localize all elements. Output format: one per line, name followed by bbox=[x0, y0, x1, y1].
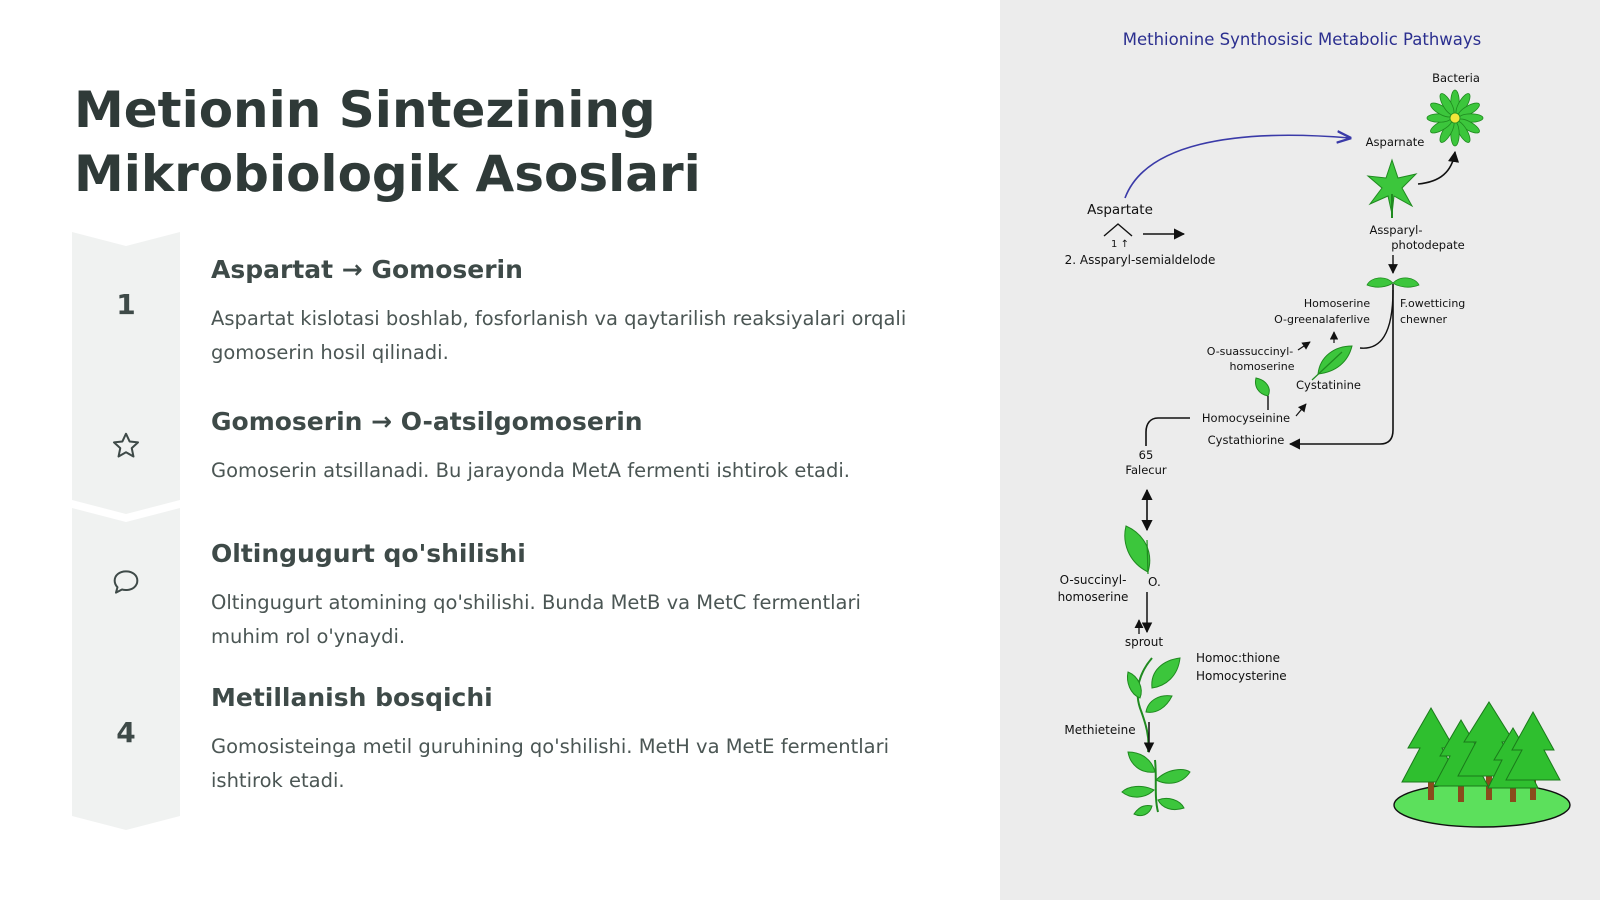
star-leaf-icon bbox=[1366, 158, 1418, 218]
arrow bbox=[1297, 341, 1311, 351]
label-osuccinyl-1: O-suassuccinyl- bbox=[1207, 345, 1294, 358]
label-falecur: Falecur bbox=[1125, 463, 1166, 477]
content-panel: Metionin Sintezining Mikrobiologik Asosl… bbox=[72, 81, 907, 830]
plant-icon bbox=[1127, 657, 1181, 753]
step-heading: Aspartat → Gomoserin bbox=[211, 255, 523, 284]
step-number: 4 bbox=[116, 716, 136, 749]
leaf-icon bbox=[1311, 345, 1353, 381]
arrow bbox=[1417, 150, 1460, 185]
step-2-chevron bbox=[72, 384, 180, 554]
label-homoc-1: Homoc:thione bbox=[1196, 651, 1280, 665]
label-bacteria: Bacteria bbox=[1432, 71, 1480, 85]
label-cystathionine: Cystathiorine bbox=[1208, 433, 1285, 447]
label-homocysteine: Homocyseinine bbox=[1202, 411, 1290, 425]
curved-arrow bbox=[1124, 135, 1350, 199]
methionine-pathway-diagram: Methionine Synthosisic Metabolic Pathway… bbox=[1058, 30, 1571, 828]
step-description: Gomosisteinga metil guruhining qo'shilis… bbox=[211, 735, 890, 792]
small-leaf-icon bbox=[1255, 377, 1270, 410]
star-icon bbox=[113, 432, 139, 458]
label-cystatinine: Cystatinine bbox=[1296, 378, 1361, 392]
step-3-chevron bbox=[72, 508, 180, 678]
label-arrow-mark: 1 ↑ bbox=[1111, 239, 1129, 250]
label-semialdehyde: 2. Assparyl-semialdelode bbox=[1065, 253, 1216, 267]
label-methieteine: Methieteine bbox=[1064, 723, 1135, 737]
connector bbox=[1359, 289, 1394, 349]
leaf-icon bbox=[1124, 525, 1151, 575]
label-flowering-1: F.owetticing bbox=[1400, 297, 1465, 310]
label-sprout: sprout bbox=[1125, 635, 1163, 649]
label-aspparyl-2: photodepate bbox=[1391, 238, 1464, 252]
label-o-mark: O. bbox=[1148, 575, 1161, 589]
connector bbox=[1145, 417, 1190, 446]
label-aspparyl-1: Assparyl- bbox=[1369, 223, 1422, 237]
bacteria-flower-icon bbox=[1426, 89, 1484, 147]
label-osuccinyl-2: homoserine bbox=[1230, 360, 1295, 373]
step-heading: Metillanish bosqichi bbox=[211, 683, 493, 712]
step-description: Gomoserin atsillanadi. Bu jarayonda MetA… bbox=[211, 459, 850, 482]
step-heading: Gomoserin → O-atsilgomoserin bbox=[211, 407, 643, 436]
seedling-icon bbox=[1121, 751, 1191, 817]
step-number: 1 bbox=[116, 288, 136, 321]
label-homoserine-2: O-greenalaferlive bbox=[1274, 313, 1370, 326]
step-description: Oltingugurt atomining qo'shilishi. Bunda… bbox=[211, 591, 861, 648]
slide-title: Metionin Sintezining Mikrobiologik Asosl… bbox=[74, 81, 701, 203]
label-homoc-2: Homocysterine bbox=[1196, 669, 1287, 683]
label-aspartate-top: Asparnate bbox=[1366, 135, 1425, 149]
step-4-chevron bbox=[72, 660, 180, 830]
label-65: 65 bbox=[1139, 448, 1154, 462]
step-1-chevron bbox=[72, 232, 180, 402]
label-osuc2-1: O-succinyl- bbox=[1060, 573, 1127, 587]
label-homoserine-1: Homoserine bbox=[1304, 297, 1370, 310]
label-aspartate-left: Aspartate bbox=[1087, 202, 1153, 218]
label-flowering-2: chewner bbox=[1400, 313, 1448, 326]
diagram-panel: Methionine Synthosisic Metabolic Pathway… bbox=[1000, 0, 1600, 900]
diagram-title: Methionine Synthosisic Metabolic Pathway… bbox=[1123, 30, 1482, 49]
forest-icon bbox=[1393, 701, 1571, 828]
arrow bbox=[1295, 403, 1307, 417]
sprout-icon bbox=[1366, 277, 1420, 288]
label-osuc2-2: homoserine bbox=[1058, 590, 1129, 604]
speech-bubble-icon bbox=[113, 570, 139, 594]
step-icon-wrap bbox=[72, 566, 180, 605]
step-heading: Oltingugurt qo'shilishi bbox=[211, 539, 526, 568]
step-icon-wrap bbox=[72, 430, 180, 469]
step-description: Aspartat kislotasi boshlab, fosforlanish… bbox=[211, 307, 907, 364]
arrow-mark bbox=[1103, 223, 1133, 237]
arrow bbox=[1288, 284, 1394, 450]
